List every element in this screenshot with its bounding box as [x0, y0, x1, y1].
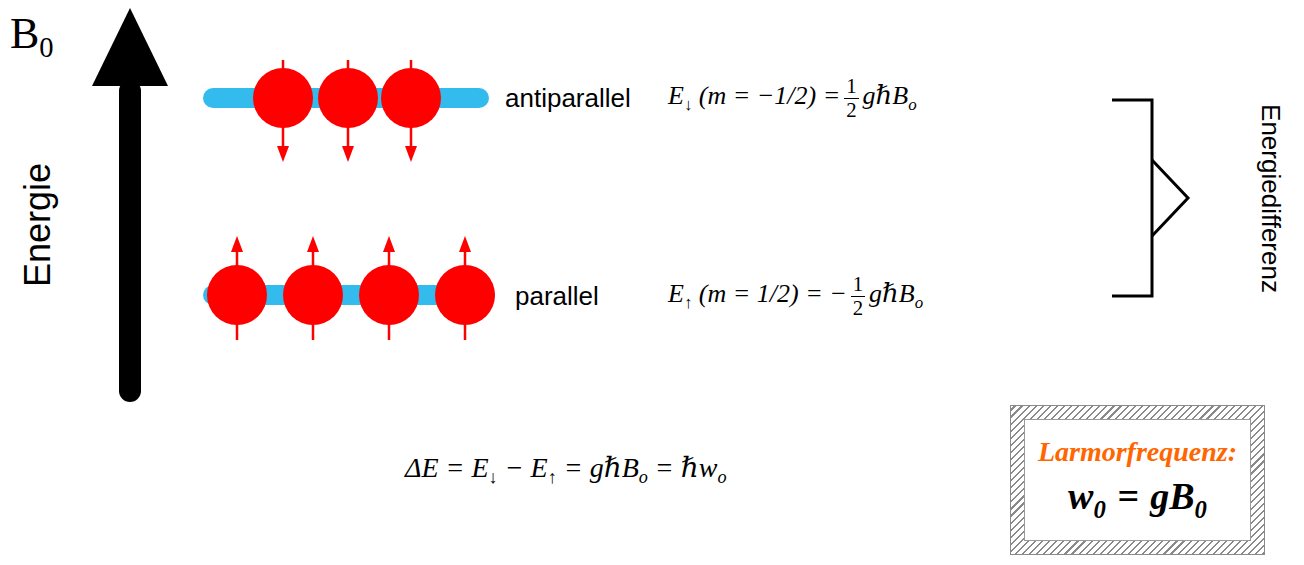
formula-text: = ℏw	[655, 452, 718, 483]
fraction: 12	[851, 273, 865, 320]
field-subscript: 0	[39, 32, 53, 63]
energy-bracket-point	[1152, 160, 1188, 236]
result-formula-line: w0=gB0	[1068, 474, 1207, 524]
level-label: parallel	[515, 281, 599, 312]
bracket-label: Energiedifferenz	[1255, 104, 1286, 293]
fraction-numerator: 1	[851, 273, 865, 297]
result-heading: Larmorfrequenz:	[1038, 436, 1237, 467]
formula-subscript: ↓	[489, 467, 498, 487]
field-label: B0	[10, 8, 54, 65]
level-label: parallel	[515, 281, 599, 311]
formula-text: w	[1068, 475, 1093, 517]
axis-label: Energie	[17, 163, 58, 287]
field-symbol: B	[10, 9, 39, 58]
result-box: Larmorfrequenz:w0=gB0	[1010, 405, 1265, 555]
formula-subscript: ↑	[548, 467, 557, 487]
formula-subscript: o	[639, 467, 648, 487]
result-box-inner: Larmorfrequenz:w0=gB0	[1024, 419, 1251, 541]
spin-arrowheads-up	[231, 236, 471, 252]
level-label: antiparallel	[505, 83, 631, 113]
formula-text: gℏB	[869, 279, 915, 308]
bracket-label: Energiedifferenz	[1256, 104, 1286, 293]
axis-label: Energie	[17, 163, 59, 287]
result-heading-line: Larmorfrequenz:	[1038, 436, 1237, 468]
formula-text: = gℏB	[564, 452, 639, 483]
difference-formula: ΔE = E↓− E↑= gℏBo= ℏwo	[405, 451, 727, 489]
fraction-denominator: 2	[844, 99, 858, 122]
formula-subscript: 0	[1093, 496, 1105, 523]
formula-text: (m = −1/2) =	[699, 81, 840, 110]
formula-text: E	[668, 279, 684, 308]
formula-subscript: ↑	[684, 293, 692, 312]
level-label: antiparallel	[505, 83, 631, 114]
spin-arrows-down	[283, 60, 411, 148]
formula-text: gℏB	[862, 81, 908, 110]
energy-formula: E↓ (m = −1/2) =12gℏBo	[668, 75, 917, 122]
field-arrow-head	[92, 8, 168, 86]
formula-text: gB	[1150, 475, 1194, 517]
formula-subscript: ↓	[684, 95, 692, 114]
formula-text: =	[1117, 475, 1139, 517]
formula-subscript: 0	[1195, 496, 1207, 523]
spin-arrows-up	[237, 250, 465, 340]
energy-bracket	[1112, 100, 1152, 296]
formula-subscript: o	[915, 293, 923, 312]
fraction-numerator: 1	[844, 75, 858, 99]
spin-arrowheads-down	[277, 146, 417, 162]
formula-text: E	[668, 81, 684, 110]
field-arrow-shaft	[119, 80, 141, 402]
fraction-denominator: 2	[851, 297, 865, 320]
formula-subscript: o	[717, 467, 726, 487]
energy-formula: E↑ (m = 1/2) = −12gℏBo	[668, 273, 923, 320]
formula-text: (m = 1/2) = −	[699, 279, 847, 308]
formula-text: ΔE = E	[405, 452, 489, 483]
formula-text: − E	[505, 452, 548, 483]
fraction: 12	[844, 75, 858, 122]
formula-subscript: o	[908, 95, 916, 114]
